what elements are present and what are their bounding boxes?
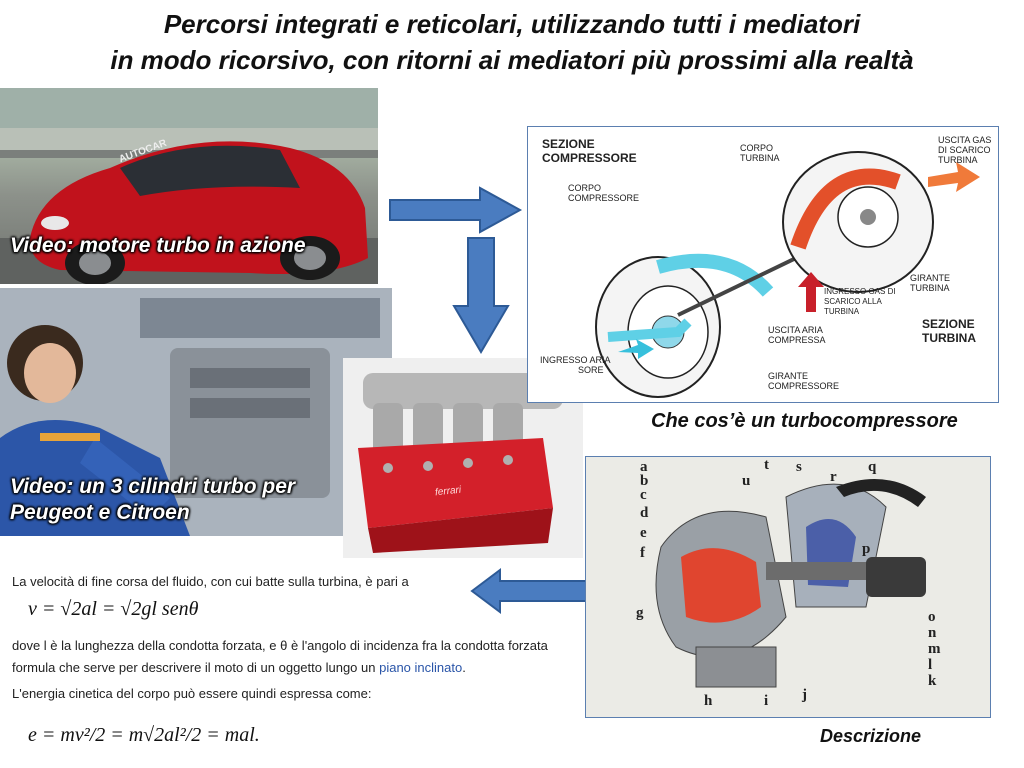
letter-i: i	[764, 693, 769, 709]
label-ingresso-gas-2: SCARICO ALLA	[824, 297, 882, 306]
label-ingresso-aria: INGRESSO ARIA SORE	[540, 355, 611, 375]
label-ingresso-gas: INGRESSO GAS DI SCARICO ALLA TURBINA	[824, 287, 896, 317]
label-uscita-gas-3: TURBINA	[938, 155, 978, 165]
turbocharger-drawing	[595, 151, 980, 398]
label-ingresso-gas-1: INGRESSO GAS DI	[824, 287, 896, 296]
label-sezione-compressore-1: SEZIONE	[542, 137, 595, 151]
label-corpo-compressore: CORPO COMPRESSORE	[568, 183, 639, 203]
label-girante-turbina-2: TURBINA	[910, 283, 950, 293]
formula-velocity: v = √2al = √2gl senθ	[28, 598, 199, 620]
label-uscita-gas: USCITA GAS DI SCARICO TURBINA	[938, 135, 991, 165]
formula-intro: La velocità di fine corsa del fluido, co…	[12, 574, 409, 589]
label-sezione-compressore: SEZIONE COMPRESSORE	[542, 137, 637, 165]
formula-description-2-prefix: formula che serve per descrivere il moto…	[12, 660, 380, 675]
car-illustration	[0, 88, 378, 284]
label-girante-compressore-1: GIRANTE	[768, 371, 809, 381]
letter-d: d	[640, 505, 649, 521]
slide-title: Percorsi integrati e reticolari, utilizz…	[0, 6, 1024, 78]
formula-section: La velocità di fine corsa del fluido, co…	[10, 574, 590, 764]
label-corpo-compressore-2: COMPRESSORE	[568, 193, 640, 203]
label-ingresso-aria-2: SORE	[578, 365, 604, 375]
label-girante-compressore-2: COMPRESSORE	[768, 381, 840, 391]
label-uscita-aria-2: COMPRESSA	[768, 335, 826, 345]
letter-b: b	[640, 473, 649, 489]
arrow-right-icon	[389, 186, 523, 234]
car-video-caption[interactable]: Video: motore turbo in azione	[10, 234, 306, 257]
cutaway-caption: Descrizione	[820, 726, 922, 746]
turbo-cutaway-image: a b c d e f g h i j k l m n o p q r s t …	[585, 456, 991, 718]
letter-u: u	[742, 473, 751, 489]
title-line-1: Percorsi integrati e reticolari, utilizz…	[163, 9, 861, 39]
letter-h: h	[704, 693, 713, 709]
letter-f: f	[640, 545, 645, 561]
label-sezione-turbina: SEZIONE TURBINA	[922, 317, 976, 345]
label-sezione-compressore-2: COMPRESSORE	[542, 151, 637, 165]
formula-description-1: dove l è la lunghezza della condotta for…	[12, 638, 548, 653]
formula-description-2-suffix: .	[462, 660, 466, 675]
worker-video-caption[interactable]: Video: un 3 cilindri turbo per Peugeot e…	[10, 474, 295, 526]
letter-t: t	[764, 457, 769, 473]
letter-c: c	[640, 487, 647, 503]
piano-inclinato-link[interactable]: piano inclinato	[379, 660, 463, 675]
worker-caption-line-1: Video: un 3 cilindri turbo per	[10, 475, 296, 498]
letter-s: s	[796, 459, 802, 475]
formula-description-3: L'energia cinetica del corpo può essere …	[12, 686, 372, 701]
letter-r: r	[830, 469, 837, 485]
label-uscita-aria: USCITA ARIA COMPRESSA	[768, 325, 826, 345]
label-ingresso-aria-1: INGRESSO ARIA	[540, 355, 611, 365]
letter-p: p	[862, 541, 871, 557]
letter-e: e	[640, 525, 647, 541]
letter-k: k	[928, 673, 937, 689]
letter-n: n	[928, 625, 937, 641]
letter-a: a	[640, 459, 648, 475]
worker-photo[interactable]: Video: un 3 cilindri turbo per Peugeot e…	[0, 288, 392, 536]
label-ingresso-gas-3: TURBINA	[824, 307, 860, 316]
formula-energy: e = mv²/2 = m√2al²/2 = mal.	[28, 724, 260, 746]
label-girante-turbina: GIRANTE TURBINA	[910, 273, 950, 293]
label-sezione-turbina-2: TURBINA	[922, 331, 976, 345]
car-photo[interactable]: AUTOCAR Video: motore turbo in azione	[0, 88, 378, 284]
turbocharger-diagram: SEZIONE COMPRESSORE CORPO COMPRESSORE CO…	[527, 126, 999, 403]
worker-illustration	[0, 288, 392, 536]
letter-g: g	[636, 605, 644, 621]
formula-description-2: formula che serve per descrivere il moto…	[12, 660, 466, 675]
label-uscita-gas-1: USCITA GAS	[938, 135, 992, 145]
label-girante-compressore: GIRANTE COMPRESSORE	[768, 371, 839, 391]
letter-q: q	[868, 459, 877, 475]
label-uscita-aria-1: USCITA ARIA	[768, 325, 823, 335]
letter-l: l	[928, 657, 933, 673]
label-girante-turbina-1: GIRANTE	[910, 273, 951, 283]
label-sezione-turbina-1: SEZIONE	[922, 317, 975, 331]
arrow-down-icon	[452, 237, 510, 354]
label-uscita-gas-2: DI SCARICO	[938, 145, 991, 155]
label-corpo-turbina-2: TURBINA	[740, 153, 780, 163]
letter-m: m	[928, 641, 941, 657]
label-corpo-turbina-1: CORPO	[740, 143, 774, 153]
letter-o: o	[928, 609, 936, 625]
diagram-caption: Che cos’è un turbocompressore	[651, 410, 958, 432]
letter-j: j	[802, 687, 807, 703]
label-corpo-turbina: CORPO TURBINA	[740, 143, 780, 163]
worker-caption-line-2: Peugeot e Citroen	[10, 501, 190, 524]
cutaway-drawing	[586, 457, 990, 717]
title-line-2: in modo ricorsivo, con ritorni ai mediat…	[110, 45, 914, 75]
label-corpo-compressore-1: CORPO	[568, 183, 602, 193]
